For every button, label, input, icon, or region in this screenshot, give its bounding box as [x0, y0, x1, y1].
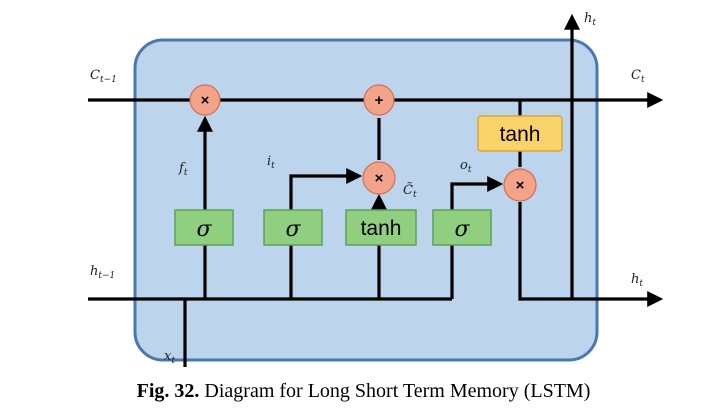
label-h-prev: ht−1	[90, 264, 115, 281]
svg-text:ht: ht	[584, 11, 596, 28]
cell-tanh-label: tanh	[500, 123, 541, 146]
output-multiply-op	[503, 168, 537, 202]
label-h-next-top: ht	[584, 11, 596, 28]
label-f-t: ft	[178, 161, 188, 178]
input-gate-label: σ	[285, 217, 301, 242]
add-op	[363, 84, 395, 116]
candidate-gate-label: tanh	[361, 217, 402, 240]
figure-caption: Fig. 32. Diagram for Long Short Term Mem…	[0, 380, 727, 403]
forget-gate-label: σ	[196, 217, 212, 242]
label-c-next: Ct	[631, 68, 645, 85]
cell-tanh-box	[477, 115, 563, 152]
output-gate-label: σ	[454, 217, 470, 242]
label-i-t: it	[267, 154, 275, 171]
label-h-next-right: ht	[631, 272, 643, 289]
label-c-prev: Ct−1	[90, 68, 117, 85]
svg-text:Ct: Ct	[631, 68, 645, 85]
input-multiply-op	[362, 161, 396, 195]
svg-text:ot: ot	[460, 158, 472, 175]
svg-text:ft: ft	[178, 161, 188, 178]
forget-multiply-symbol: ×	[201, 92, 210, 109]
input-gate-box	[263, 209, 323, 246]
svg-text:ht−1: ht−1	[90, 264, 115, 281]
input-multiply-symbol: ×	[375, 170, 384, 187]
label-x-t: xt	[164, 349, 175, 366]
svg-text:ht: ht	[631, 272, 643, 289]
hidden-output-line	[518, 202, 664, 307]
output-gate-line	[450, 176, 504, 299]
svg-text:Ct−1: Ct−1	[90, 68, 117, 85]
forget-gate-box	[174, 209, 234, 246]
output-gate-box	[432, 209, 492, 246]
add-symbol: +	[375, 92, 384, 109]
candidate-gate-box	[345, 209, 417, 246]
caption-text: Diagram for Long Short Term Memory (LSTM…	[199, 380, 591, 402]
forget-multiply-op	[189, 84, 221, 116]
svg-text:it: it	[267, 154, 275, 171]
label-o-t: ot	[460, 158, 472, 175]
output-multiply-symbol: ×	[516, 177, 525, 194]
caption-prefix: Fig. 32.	[136, 380, 200, 402]
input-gate-line	[289, 168, 363, 299]
svg-text:xt: xt	[164, 349, 175, 366]
